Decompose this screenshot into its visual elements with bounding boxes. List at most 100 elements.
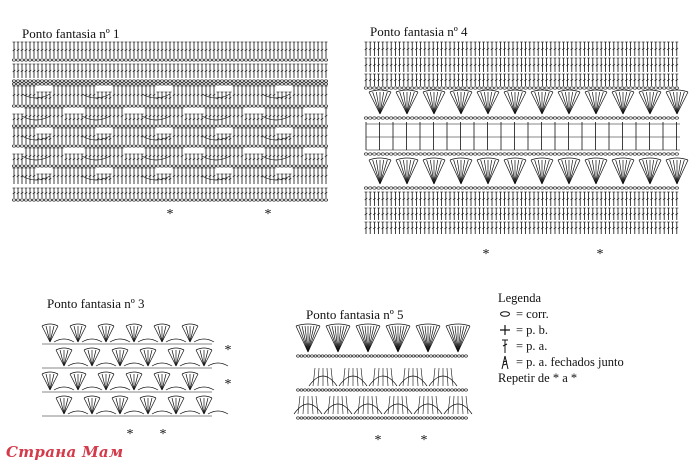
treble-bar (260, 69, 264, 73)
chain-stitch (599, 116, 604, 120)
chain-stitch (196, 79, 200, 83)
treble-bar (372, 197, 376, 201)
chain-arc (151, 410, 173, 415)
chain-stitch (284, 58, 288, 62)
treble-bar (461, 197, 465, 201)
chain-stitch (152, 58, 156, 62)
repeat-mark: * (375, 433, 382, 448)
treble-bar (212, 48, 216, 52)
chain-stitch (124, 144, 128, 148)
treble-bar (308, 69, 312, 73)
chain-stitch (68, 198, 72, 202)
treble-bar (423, 226, 427, 230)
treble-bar (32, 191, 36, 195)
chain-stitch (160, 79, 164, 83)
chain-stitch (439, 186, 444, 190)
chain-stitch (460, 354, 465, 358)
chain-stitch (104, 79, 108, 83)
treble-bar (372, 63, 376, 67)
chain-stitch (120, 198, 124, 202)
chain-stitch (156, 58, 160, 62)
treble-bar (168, 137, 172, 141)
treble-bar (208, 134, 212, 138)
chain-stitch (331, 416, 335, 420)
treble-bar (284, 48, 288, 52)
treble-bar (84, 48, 88, 52)
chain-stitch (124, 198, 128, 202)
chain-stitch (527, 152, 532, 156)
treble-bar (431, 212, 435, 216)
chain-stitch (308, 79, 312, 83)
treble-bar (498, 226, 502, 230)
treble-bar (276, 191, 280, 195)
chain-stitch (224, 144, 228, 148)
chain-stitch (515, 116, 520, 120)
treble-bar (84, 69, 88, 73)
chain-stitch (292, 58, 296, 62)
treble-bar (511, 47, 515, 51)
chain-stitch (628, 86, 633, 90)
chain-stitch (96, 104, 100, 108)
treble-bar (570, 226, 574, 230)
treble-bar (582, 197, 586, 201)
chain-stitch (296, 198, 300, 202)
chain-stitch (418, 388, 423, 392)
treble-bar (200, 48, 204, 52)
chain-stitch (280, 164, 284, 168)
chain-stitch (92, 82, 96, 86)
chain-stitch (12, 144, 16, 148)
fan-stitch (427, 325, 432, 353)
chain-stitch (312, 144, 316, 148)
fan-stitch (55, 397, 65, 415)
chain-stitch (40, 58, 44, 62)
fan-edge (111, 395, 129, 399)
chain-stitch (220, 104, 224, 108)
chart-ponto-5: ** (293, 323, 473, 448)
chain-arc (81, 338, 103, 343)
treble-bar (645, 197, 649, 201)
treble-bar (427, 212, 431, 216)
chain-stitch (136, 144, 140, 148)
treble-bar (132, 174, 136, 178)
chain-stitch (306, 354, 311, 358)
chain-arc (109, 338, 131, 343)
chain-stitch (252, 124, 256, 128)
treble-bar (308, 174, 312, 178)
chain-stitch (620, 186, 625, 190)
chain-stitch (308, 144, 312, 148)
treble-bar (260, 157, 264, 161)
treble-bar (566, 47, 570, 51)
fan-stitch (417, 395, 421, 415)
chain-stitch (256, 58, 260, 62)
chain-stitch (611, 186, 616, 190)
chain-stitch (40, 79, 44, 83)
chain-stitch (244, 58, 248, 62)
fan-stitch (402, 367, 406, 387)
fan-stitch (457, 325, 462, 353)
treble-bar (48, 96, 52, 100)
fan-stitch (561, 91, 570, 115)
chain-stitch (624, 152, 629, 156)
treble-bar (112, 134, 116, 138)
chain-stitch (168, 79, 172, 83)
treble-bar (244, 48, 248, 52)
treble-bar (272, 69, 276, 73)
treble-bar (312, 174, 316, 178)
chain-stitch (506, 152, 511, 156)
chain-stitch (88, 104, 92, 108)
treble-bar (268, 69, 272, 73)
treble-bar (188, 48, 192, 52)
treble-bar (608, 78, 612, 82)
treble-bar (36, 48, 40, 52)
chain-stitch (12, 58, 16, 62)
fan-stitch (480, 91, 489, 115)
chain-stitch (573, 86, 579, 90)
fan-stitch (588, 91, 597, 115)
chain-stitch (84, 144, 88, 148)
treble-bar (444, 226, 448, 230)
fan-stitch (622, 159, 628, 185)
treble-bar (252, 174, 256, 178)
treble-bar (140, 69, 144, 73)
treble-bar (80, 48, 84, 52)
fan-stitch (638, 159, 651, 185)
